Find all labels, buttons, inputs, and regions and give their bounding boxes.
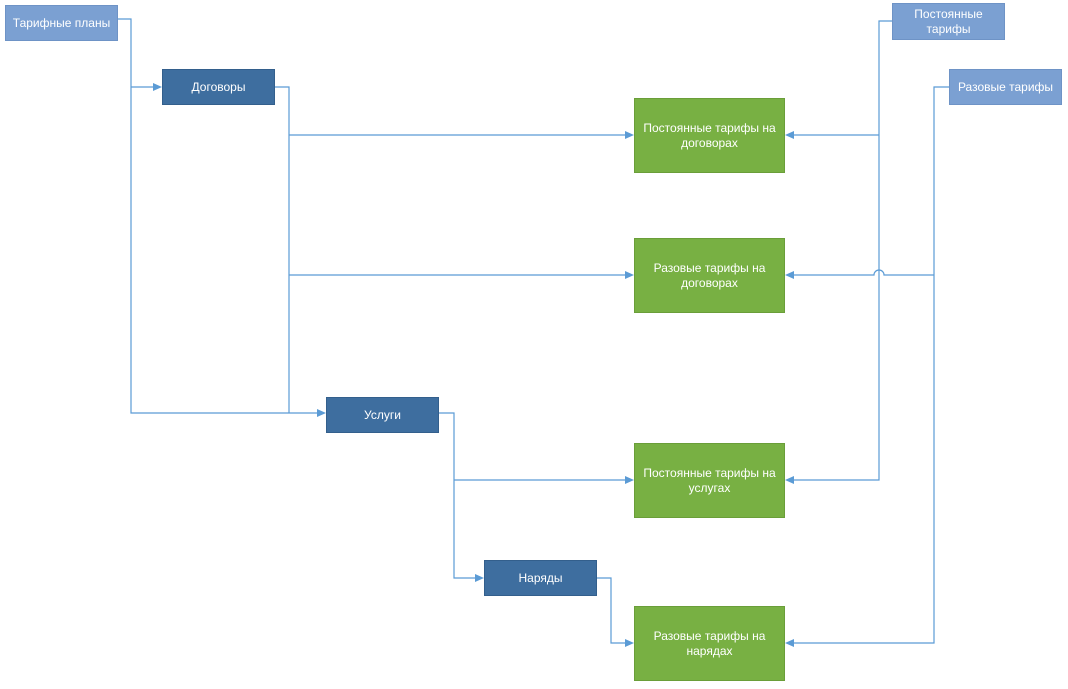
node-onetime-on-contracts-label: Разовые тарифы на договорах bbox=[653, 260, 766, 290]
node-services-label: Услуги bbox=[364, 407, 401, 422]
connector-orders-to-onetime bbox=[597, 577, 626, 644]
node-tariff-plans: Тарифные планы bbox=[5, 5, 118, 41]
arrowhead-once-contracts-right bbox=[785, 271, 794, 279]
arrowhead-once-contracts-left bbox=[625, 271, 634, 279]
node-contracts-label: Договоры bbox=[191, 79, 246, 94]
node-permanent-on-services-label: Постоянные тарифы на услугах bbox=[643, 465, 776, 495]
connector-permanent-trunk bbox=[793, 20, 892, 481]
node-onetime-tariffs-label: Разовые тарифы bbox=[957, 79, 1054, 94]
node-contracts: Договоры bbox=[162, 69, 275, 105]
arrowhead-perm-services-right bbox=[785, 476, 794, 484]
arrowhead-perm-contracts-left bbox=[625, 131, 634, 139]
node-orders-label: Наряды bbox=[518, 570, 563, 585]
node-onetime-on-orders: Разовые тарифы на нарядах bbox=[634, 606, 785, 681]
arrowhead-services bbox=[317, 409, 326, 417]
arrowhead-perm-services-left bbox=[625, 476, 634, 484]
connector-plans-trunk bbox=[118, 18, 318, 414]
arrowhead-once-orders-right bbox=[785, 639, 794, 647]
arrowhead-once-orders-left bbox=[625, 639, 634, 647]
node-permanent-on-services: Постоянные тарифы на услугах bbox=[634, 443, 785, 518]
arrowhead-contracts bbox=[153, 83, 162, 91]
connector-onetime-trunk bbox=[793, 86, 949, 644]
connector-contracts-trunk bbox=[275, 86, 290, 413]
arrowhead-orders bbox=[475, 574, 484, 582]
connector-onetime-to-contracts bbox=[793, 269, 934, 276]
arrowhead-perm-contracts-right bbox=[785, 131, 794, 139]
node-onetime-on-contracts: Разовые тарифы на договорах bbox=[634, 238, 785, 313]
node-permanent-on-contracts-label: Постоянные тарифы на договорах bbox=[643, 120, 776, 150]
node-permanent-on-contracts: Постоянные тарифы на договорах bbox=[634, 98, 785, 173]
node-orders: Наряды bbox=[484, 560, 597, 596]
node-onetime-on-orders-label: Разовые тарифы на нарядах bbox=[653, 628, 766, 658]
node-permanent-tariffs: Постоянные тарифы bbox=[892, 3, 1005, 40]
node-permanent-tariffs-label: Постоянные тарифы bbox=[914, 6, 983, 36]
node-onetime-tariffs: Разовые тарифы bbox=[949, 69, 1062, 105]
node-tariff-plans-label: Тарифные планы bbox=[12, 15, 111, 30]
node-services: Услуги bbox=[326, 397, 439, 433]
connector-services-trunk bbox=[439, 412, 476, 579]
